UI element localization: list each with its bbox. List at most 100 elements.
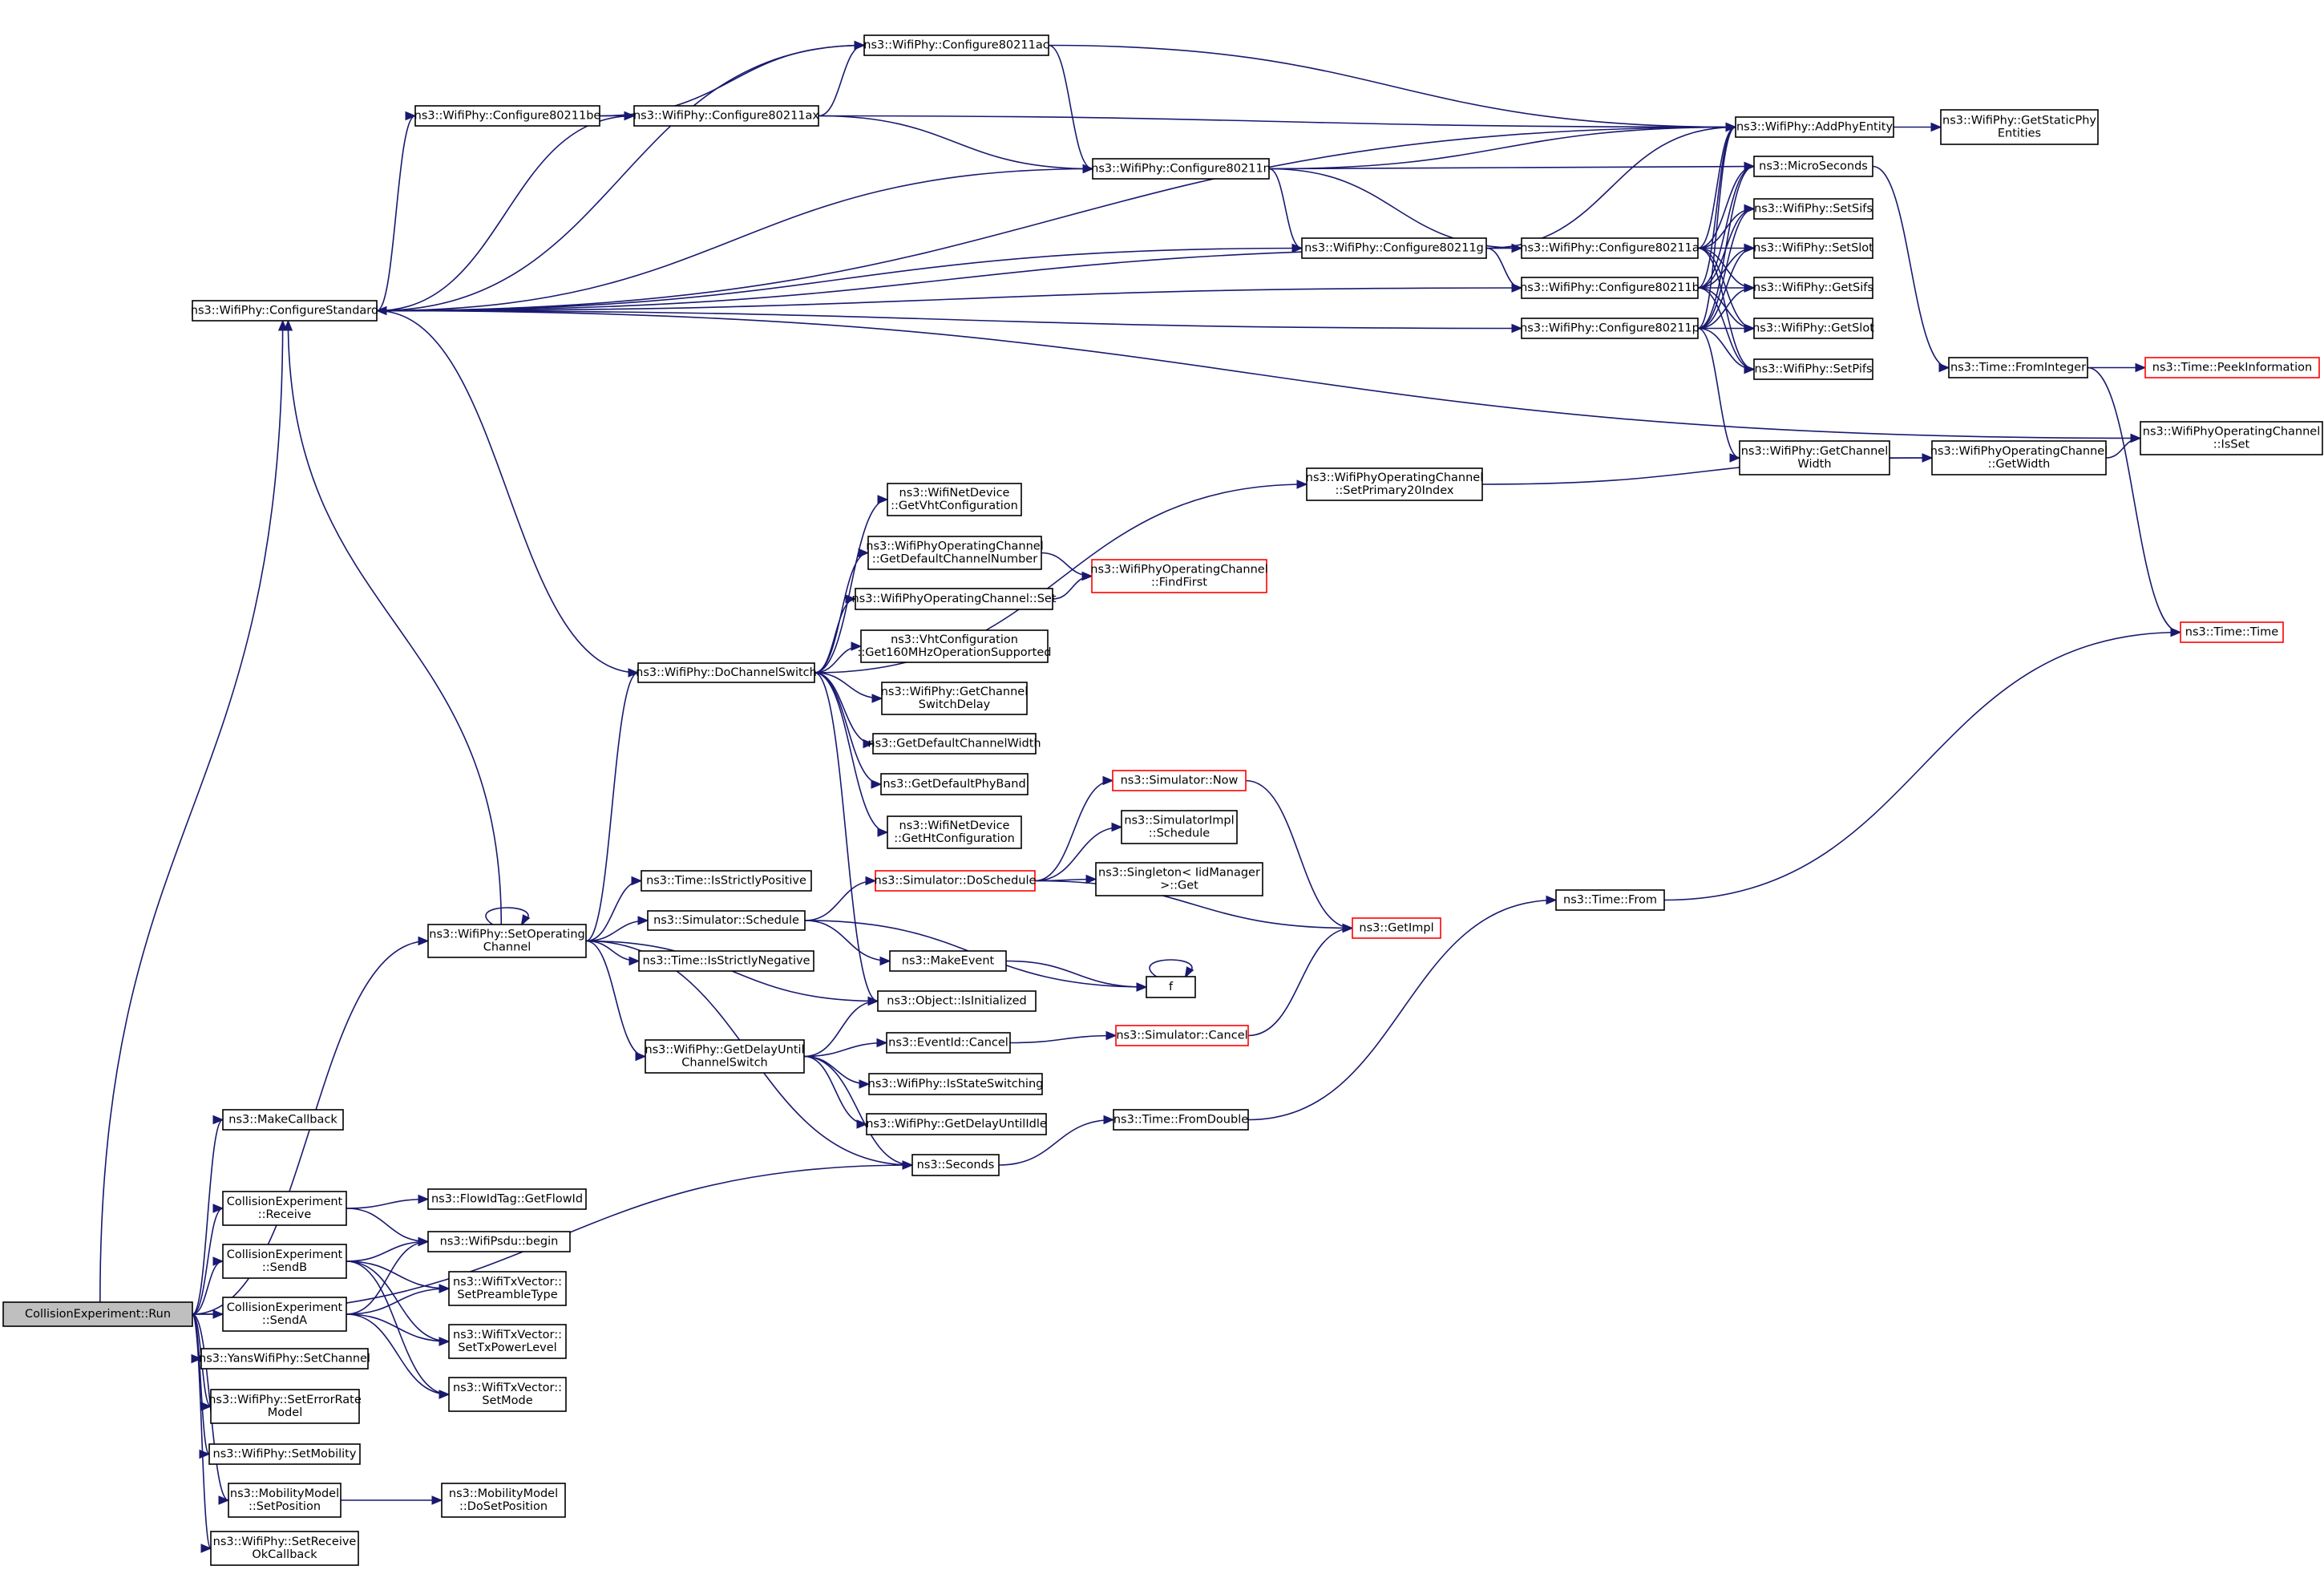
node-yansSetChannel[interactable]: ns3::YansWifiPhy::SetChannel — [199, 1348, 370, 1370]
node-run[interactable]: CollisionExperiment::Run — [2, 1301, 193, 1327]
node-cfg80211n[interactable]: ns3::WifiPhy::Configure80211n — [1091, 158, 1271, 180]
node-label: ns3::Time::FromDouble — [1113, 1114, 1248, 1127]
node-box — [210, 1531, 359, 1566]
node-psduBegin[interactable]: ns3::WifiPsdu::begin — [427, 1231, 571, 1252]
node-cfg80211be[interactable]: ns3::WifiPhy::Configure80211be — [414, 105, 601, 127]
call-edge — [376, 243, 1303, 312]
node-findFirst[interactable]: ns3::WifiPhyOperatingChannel::FindFirst — [1090, 559, 1268, 593]
node-simDoSchedule[interactable]: ns3::Simulator::DoSchedule — [875, 870, 1037, 892]
node-setSlot[interactable]: ns3::WifiPhy::SetSlot — [1753, 237, 1873, 259]
node-get160[interactable]: ns3::VhtConfiguration::Get160MHzOperatio… — [858, 629, 1052, 663]
node-getHtConfig[interactable]: ns3::WifiNetDevice::GetHtConfiguration — [887, 815, 1022, 849]
node-timeTime[interactable]: ns3::Time::Time — [2180, 621, 2284, 643]
node-cfg80211a[interactable]: ns3::WifiPhy::Configure80211a — [1520, 237, 1700, 259]
node-box — [208, 1443, 361, 1465]
node-eventIdCancel[interactable]: ns3::EventId::Cancel — [886, 1032, 1011, 1054]
node-fromInteger[interactable]: ns3::Time::FromInteger — [1948, 357, 2088, 378]
node-label: CollisionExperiment::Run — [25, 1308, 171, 1321]
node-timeFrom[interactable]: ns3::Time::From — [1555, 889, 1665, 911]
node-setMode[interactable]: ns3::WifiTxVector::SetMode — [448, 1377, 567, 1412]
node-isStateSwitching[interactable]: ns3::WifiPhy::IsStateSwitching — [868, 1073, 1044, 1095]
node-mobSetPosition[interactable]: ns3::MobilityModel::SetPosition — [228, 1483, 342, 1518]
node-simNow[interactable]: ns3::Simulator::Now — [1112, 770, 1247, 791]
call-edge — [283, 319, 503, 925]
node-seconds[interactable]: ns3::Seconds — [911, 1154, 1000, 1176]
node-cfg80211b[interactable]: ns3::WifiPhy::Configure80211b — [1520, 277, 1700, 299]
node-simImplSchedule[interactable]: ns3::SimulatorImpl::Schedule — [1121, 810, 1238, 844]
call-edge — [814, 641, 863, 674]
node-cfg80211g[interactable]: ns3::WifiPhy::Configure80211g — [1301, 237, 1487, 259]
node-box — [441, 1483, 566, 1518]
node-getFlowId[interactable]: ns3::FlowIdTag::GetFlowId — [427, 1188, 587, 1210]
call-edge — [1894, 122, 1942, 132]
node-mobDoSetPosition[interactable]: ns3::MobilityModel::DoSetPosition — [441, 1483, 566, 1518]
node-label: ns3::WifiPhy::SetSifs — [1754, 203, 1873, 216]
node-getDelayUntilIdle[interactable]: ns3::WifiPhy::GetDelayUntilIdle — [866, 1113, 1047, 1135]
node-box — [1352, 917, 1441, 939]
node-cfg80211ac[interactable]: ns3::WifiPhy::Configure80211ac — [863, 34, 1049, 56]
node-f[interactable]: f — [1146, 976, 1196, 998]
call-edge — [346, 1313, 451, 1346]
node-cfg80211p[interactable]: ns3::WifiPhy::Configure80211p — [1520, 318, 1700, 339]
call-edge — [585, 916, 649, 942]
node-getImpl[interactable]: ns3::GetImpl — [1352, 917, 1441, 939]
node-isStrictlyNegative[interactable]: ns3::Time::IsStrictlyNegative — [638, 950, 814, 972]
node-box — [1146, 976, 1196, 998]
node-label: ns3::WifiPhy::Configure80211n — [1091, 163, 1271, 176]
node-getVhtConfig[interactable]: ns3::WifiNetDevice::GetVhtConfiguration — [887, 483, 1022, 516]
node-getSifs[interactable]: ns3::WifiPhy::GetSifs — [1753, 277, 1873, 299]
call-edge — [346, 1313, 451, 1399]
node-label: ::GetWidth — [1988, 458, 2051, 471]
node-receive[interactable]: CollisionExperiment::Receive — [222, 1191, 347, 1226]
node-getSlot[interactable]: ns3::WifiPhy::GetSlot — [1752, 318, 1874, 339]
node-setMobility[interactable]: ns3::WifiPhy::SetMobility — [208, 1443, 361, 1465]
node-makeCallback[interactable]: ns3::MakeCallback — [222, 1109, 344, 1131]
node-setPreambleType[interactable]: ns3::WifiTxVector::SetPreambleType — [448, 1271, 567, 1306]
node-doChannelSwitch[interactable]: ns3::WifiPhy::DoChannelSwitch — [636, 662, 817, 683]
node-getDefPhyBand[interactable]: ns3::GetDefaultPhyBand — [880, 773, 1029, 795]
node-label: ns3::WifiPhy::GetChannel — [881, 686, 1029, 698]
call-edge — [346, 1260, 451, 1346]
node-configureStandard[interactable]: ns3::WifiPhy::ConfigureStandard — [191, 300, 378, 322]
call-edge — [1052, 571, 1093, 600]
node-peekInformation[interactable]: ns3::Time::PeekInformation — [2144, 357, 2320, 378]
node-opChIsSet[interactable]: ns3::WifiPhyOperatingChannel::IsSet — [2140, 421, 2323, 455]
node-cfg80211ax[interactable]: ns3::WifiPhy::Configure80211ax — [633, 105, 819, 127]
node-simSchedule[interactable]: ns3::Simulator::Schedule — [647, 910, 806, 931]
node-makeEvent[interactable]: ns3::MakeEvent — [889, 950, 1007, 972]
node-box — [228, 1483, 342, 1518]
node-opChSet[interactable]: ns3::WifiPhyOperatingChannel::Set — [851, 588, 1057, 610]
node-setTxPowerLevel[interactable]: ns3::WifiTxVector::SetTxPowerLevel — [448, 1324, 567, 1359]
node-singletonGet[interactable]: ns3::Singleton< IidManager>::Get — [1095, 862, 1263, 896]
call-edge — [1697, 243, 1756, 330]
node-setPrimary20[interactable]: ns3::WifiPhyOperatingChannel::SetPrimary… — [1306, 467, 1483, 501]
node-box — [192, 300, 378, 322]
call-edge — [814, 672, 889, 837]
node-setPifs[interactable]: ns3::WifiPhy::SetPifs — [1753, 358, 1873, 380]
node-sendB[interactable]: CollisionExperiment::SendB — [222, 1244, 347, 1279]
node-isStrictlyPositive[interactable]: ns3::Time::IsStrictlyPositive — [641, 870, 812, 892]
node-objIsInit[interactable]: ns3::Object::IsInitialized — [877, 990, 1037, 1012]
node-label: ns3::MobilityModel — [449, 1487, 558, 1500]
call-edge — [346, 1284, 451, 1315]
node-box — [448, 1271, 567, 1306]
node-timeFromDouble[interactable]: ns3::Time::FromDouble — [1113, 1109, 1249, 1131]
node-simCancel[interactable]: ns3::Simulator::Cancel — [1115, 1025, 1249, 1046]
node-box — [638, 950, 814, 972]
node-opChGetWidth[interactable]: ns3::WifiPhyOperatingChannel::GetWidth — [1930, 440, 2108, 475]
node-getDefChWidth[interactable]: ns3::GetDefaultChannelWidth — [867, 733, 1041, 755]
node-setSifs[interactable]: ns3::WifiPhy::SetSifs — [1753, 198, 1873, 220]
node-microSeconds[interactable]: ns3::MicroSeconds — [1753, 156, 1873, 177]
node-getDefChNum[interactable]: ns3::WifiPhyOperatingChannel::GetDefault… — [866, 536, 1044, 570]
node-addPhyEntity[interactable]: ns3::WifiPhy::AddPhyEntity — [1735, 116, 1894, 138]
node-sendA[interactable]: CollisionExperiment::SendA — [222, 1297, 347, 1332]
call-edge — [585, 876, 643, 942]
call-edge — [376, 111, 636, 312]
